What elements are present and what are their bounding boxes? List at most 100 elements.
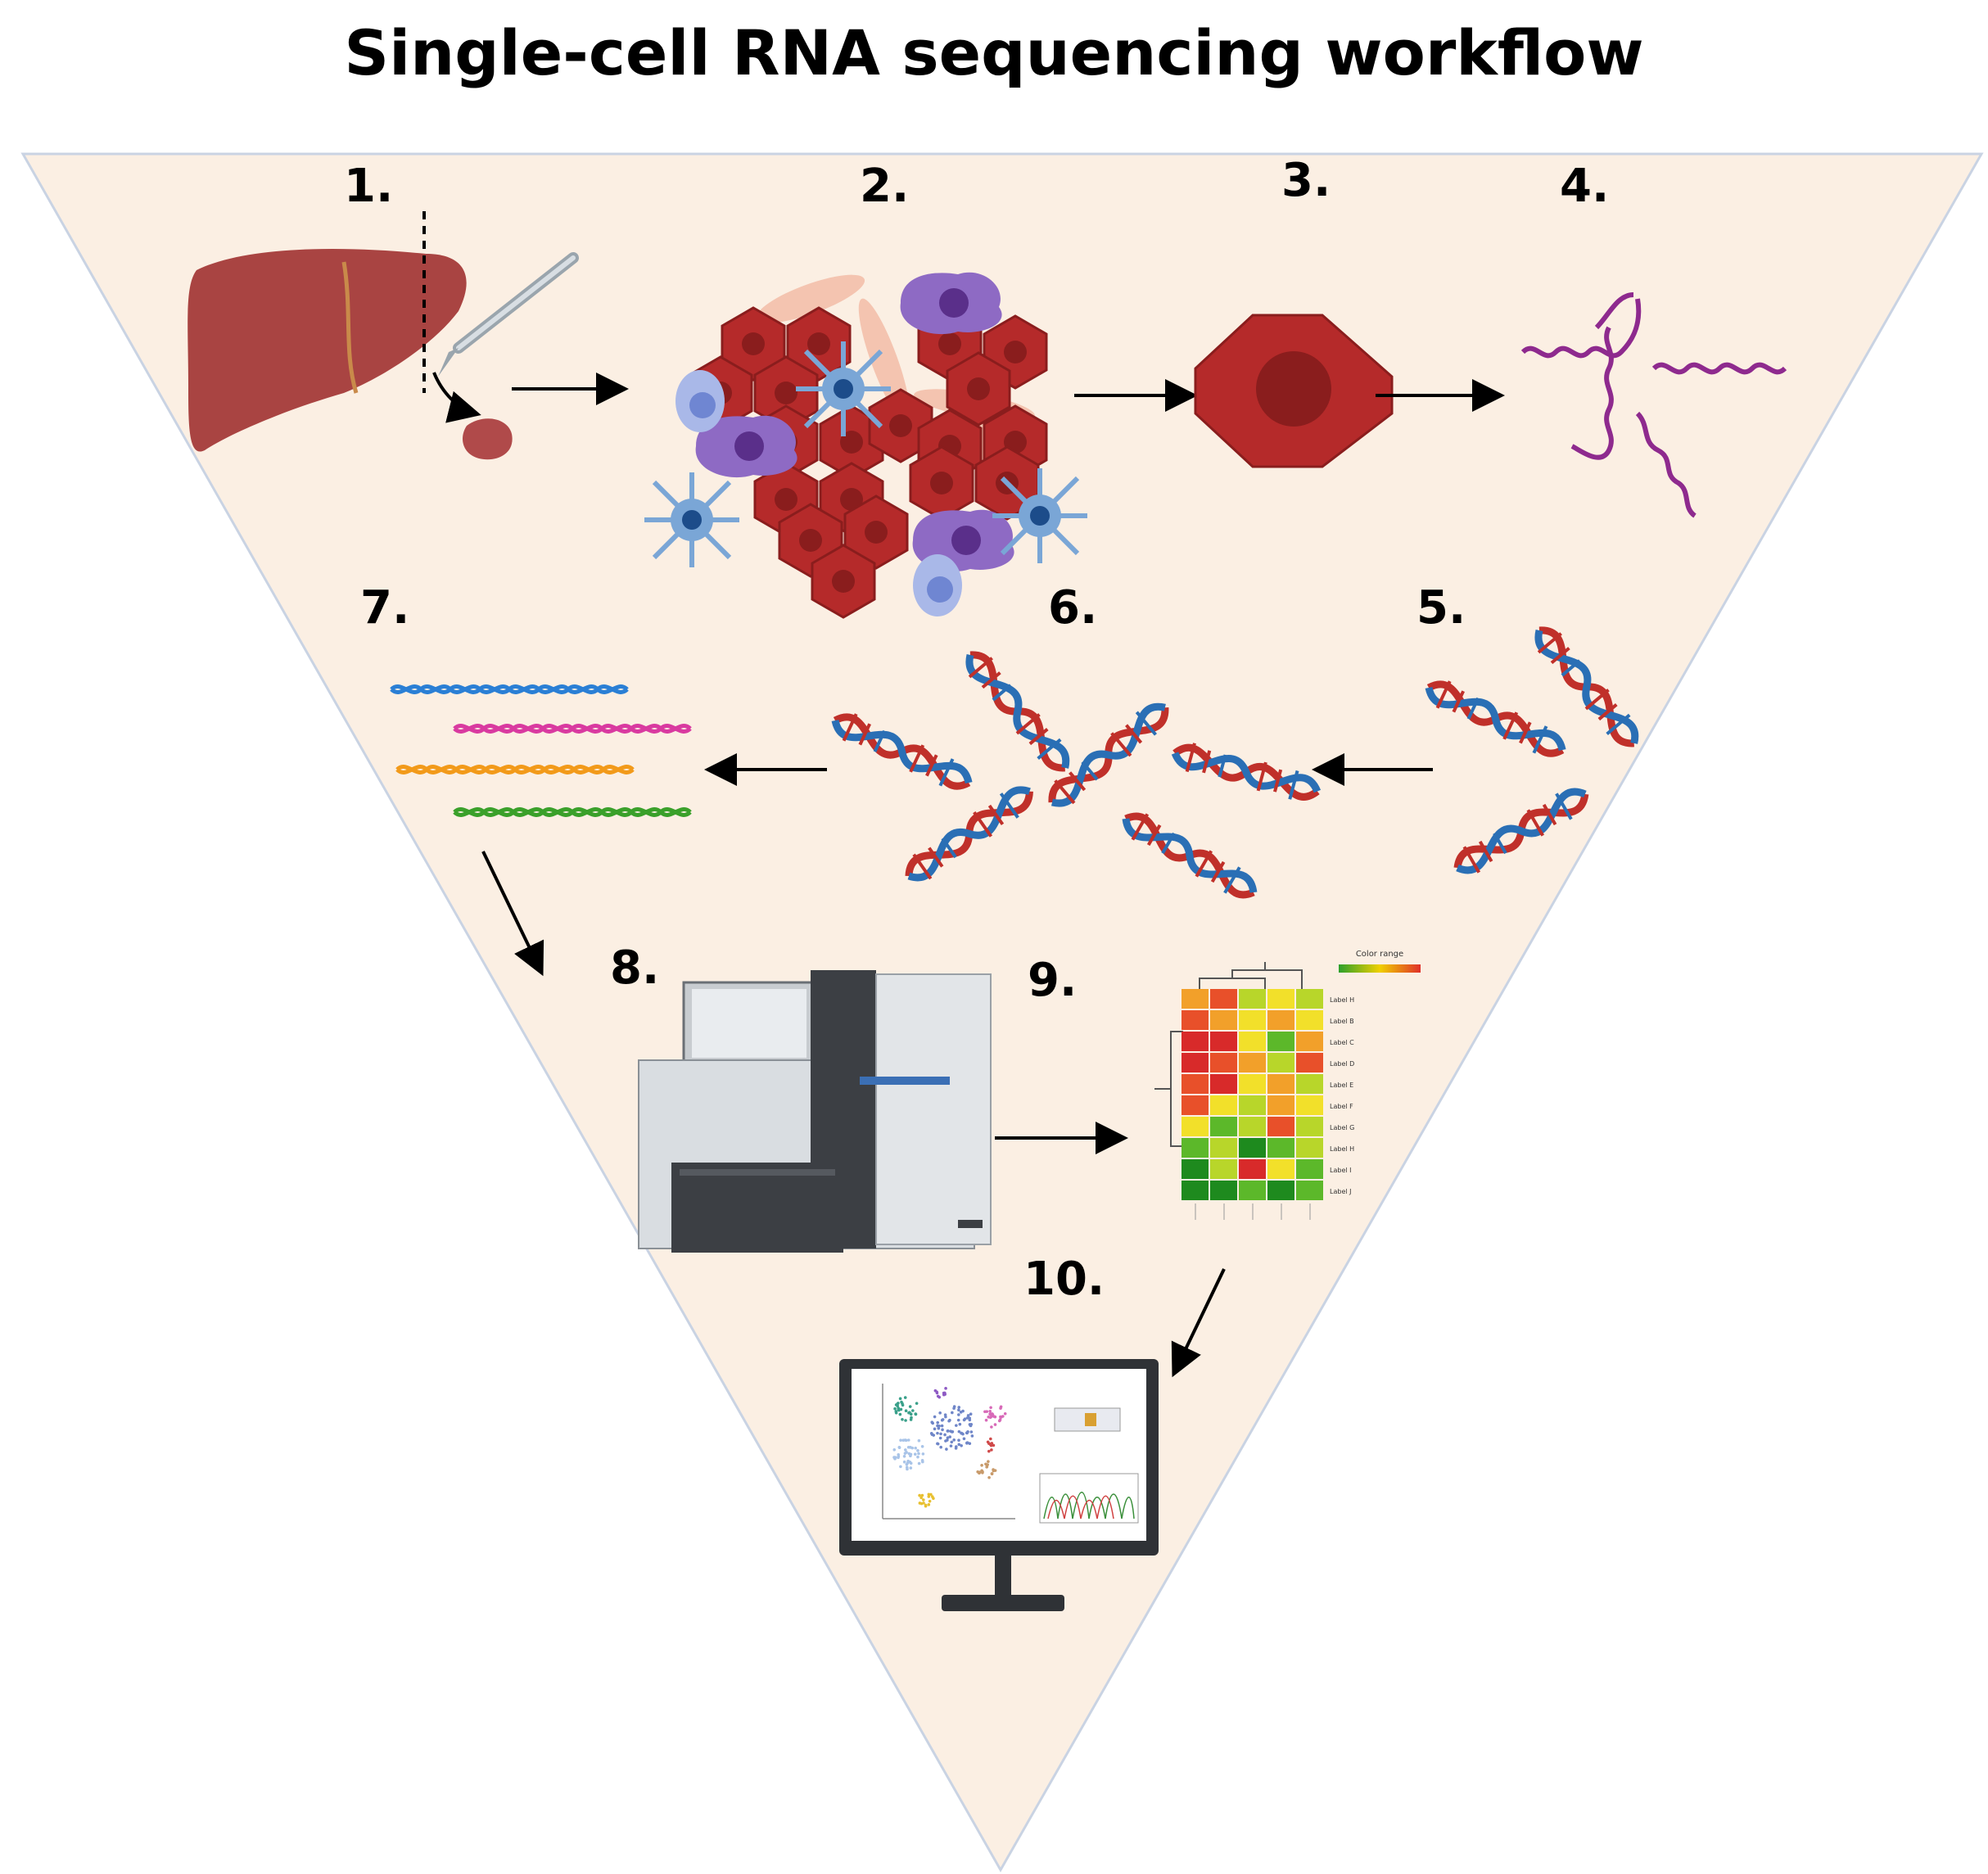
tsne-dot [987,1460,990,1463]
cell-mixture-icon [644,272,1087,619]
heatmap-row-label: Label F [1330,1103,1353,1110]
tsne-dot [911,1409,915,1412]
tsne-dot [927,1492,931,1497]
tsne-dot [917,1461,921,1465]
tsne-dot [941,1428,944,1432]
step-7-label: 7. [360,581,410,634]
heatmap-cell [1182,1095,1209,1115]
rna-icon [1520,292,1787,518]
heatmap-cell [1239,1181,1266,1200]
tsne-dot [909,1466,913,1470]
scalpel-icon [438,252,579,377]
step-4-label: 4. [1560,160,1610,213]
tsne-dot [929,1492,933,1497]
tsne-dot [997,1419,1001,1423]
tsne-dot [943,1433,947,1437]
tsne-dot [899,1438,902,1443]
heatmap-row-label: Label H [1330,996,1354,1004]
heatmap-cell [1296,1138,1323,1158]
tsne-dot [969,1412,973,1416]
tsne-dot [939,1432,942,1436]
tsne-dot [917,1452,920,1456]
tsne-dot [899,1465,902,1469]
heatmap-cell [1210,989,1237,1009]
heatmap-row-label: Label I [1330,1167,1351,1174]
tsne-dot [939,1445,942,1449]
step-9-label: 9. [1028,954,1078,1007]
tsne-dot [957,1443,961,1447]
tsne-plot-icon [882,1384,1015,1520]
heatmap-cell [1210,1159,1237,1179]
tsne-dot [945,1447,948,1451]
tsne-dot [962,1418,966,1422]
tsne-dot [906,1467,909,1471]
heatmap-cell [1210,1010,1237,1030]
heatmap-row-label: Label G [1330,1124,1354,1131]
tsne-dot [897,1402,900,1405]
tsne-dot [920,1493,924,1497]
heatmap-cell [1267,1095,1294,1115]
tsne-dot [916,1455,919,1459]
tsne-dot [940,1424,944,1428]
tsne-dot [894,1411,898,1415]
heatmap-cell [1182,989,1209,1009]
tsne-dot [936,1431,939,1435]
tsne-dot [935,1391,939,1395]
heatmap-cell [1296,1117,1323,1136]
heatmap-row-label: Label E [1330,1082,1353,1089]
diagram-title: Single-cell RNA sequencing workflow [344,16,1644,89]
tsne-dot [920,1444,924,1448]
step-5-label: 5. [1416,581,1466,634]
tsne-dot [951,1411,954,1415]
heatmap-cell [1182,1181,1209,1200]
tsne-dot [893,1456,897,1459]
heatmap-cell [1210,1181,1237,1200]
tsne-dot [904,1438,908,1443]
tsne-dot [937,1426,941,1430]
heatmap-cell [1296,1074,1323,1094]
tsne-dot [957,1406,961,1409]
tsne-dot [902,1454,906,1458]
tsne-dot [983,1410,987,1414]
step-6-label: 6. [1048,581,1098,634]
tsne-dot [904,1448,907,1452]
tsne-dot [984,1462,987,1466]
tsne-dot [914,1446,917,1450]
tsne-dot [924,1503,928,1507]
tsne-dot [936,1420,940,1425]
tsne-dot [965,1416,969,1420]
tsne-dot [955,1424,958,1427]
heatmap-cell [1182,1032,1209,1051]
tsne-dot [910,1416,913,1420]
tsne-dot [916,1449,919,1452]
tsne-dot [993,1423,997,1426]
tsne-dot [989,1406,992,1410]
tsne-dot [898,1397,902,1401]
tsne-dot [952,1438,956,1442]
arrow-7-8 [481,851,544,977]
sequencer-icon [638,970,992,1253]
tsne-dot [957,1413,960,1416]
heatmap-cell [1267,1159,1294,1179]
tsne-dot [906,1438,910,1442]
heatmap-cell [1296,1095,1323,1115]
tsne-dot [946,1429,950,1433]
heatmap-cell [1239,1074,1266,1094]
tsne-dot [948,1418,951,1422]
tsne-dot [988,1409,992,1413]
heatmap-cell [1239,1032,1266,1051]
tsne-dot [950,1440,954,1444]
tsne-dot [946,1438,949,1442]
heatmap-cell [1296,1053,1323,1072]
heatmap-row-label: Label J [1330,1188,1351,1195]
tsne-dot [959,1411,963,1414]
tsne-dot [913,1452,917,1456]
heatmap-cell [1296,989,1323,1009]
tsne-dot [993,1415,997,1419]
tsne-dot [907,1452,911,1456]
heatmap-cell [1267,1117,1294,1136]
tsne-dot [990,1443,994,1447]
tsne-dot [999,1407,1002,1410]
